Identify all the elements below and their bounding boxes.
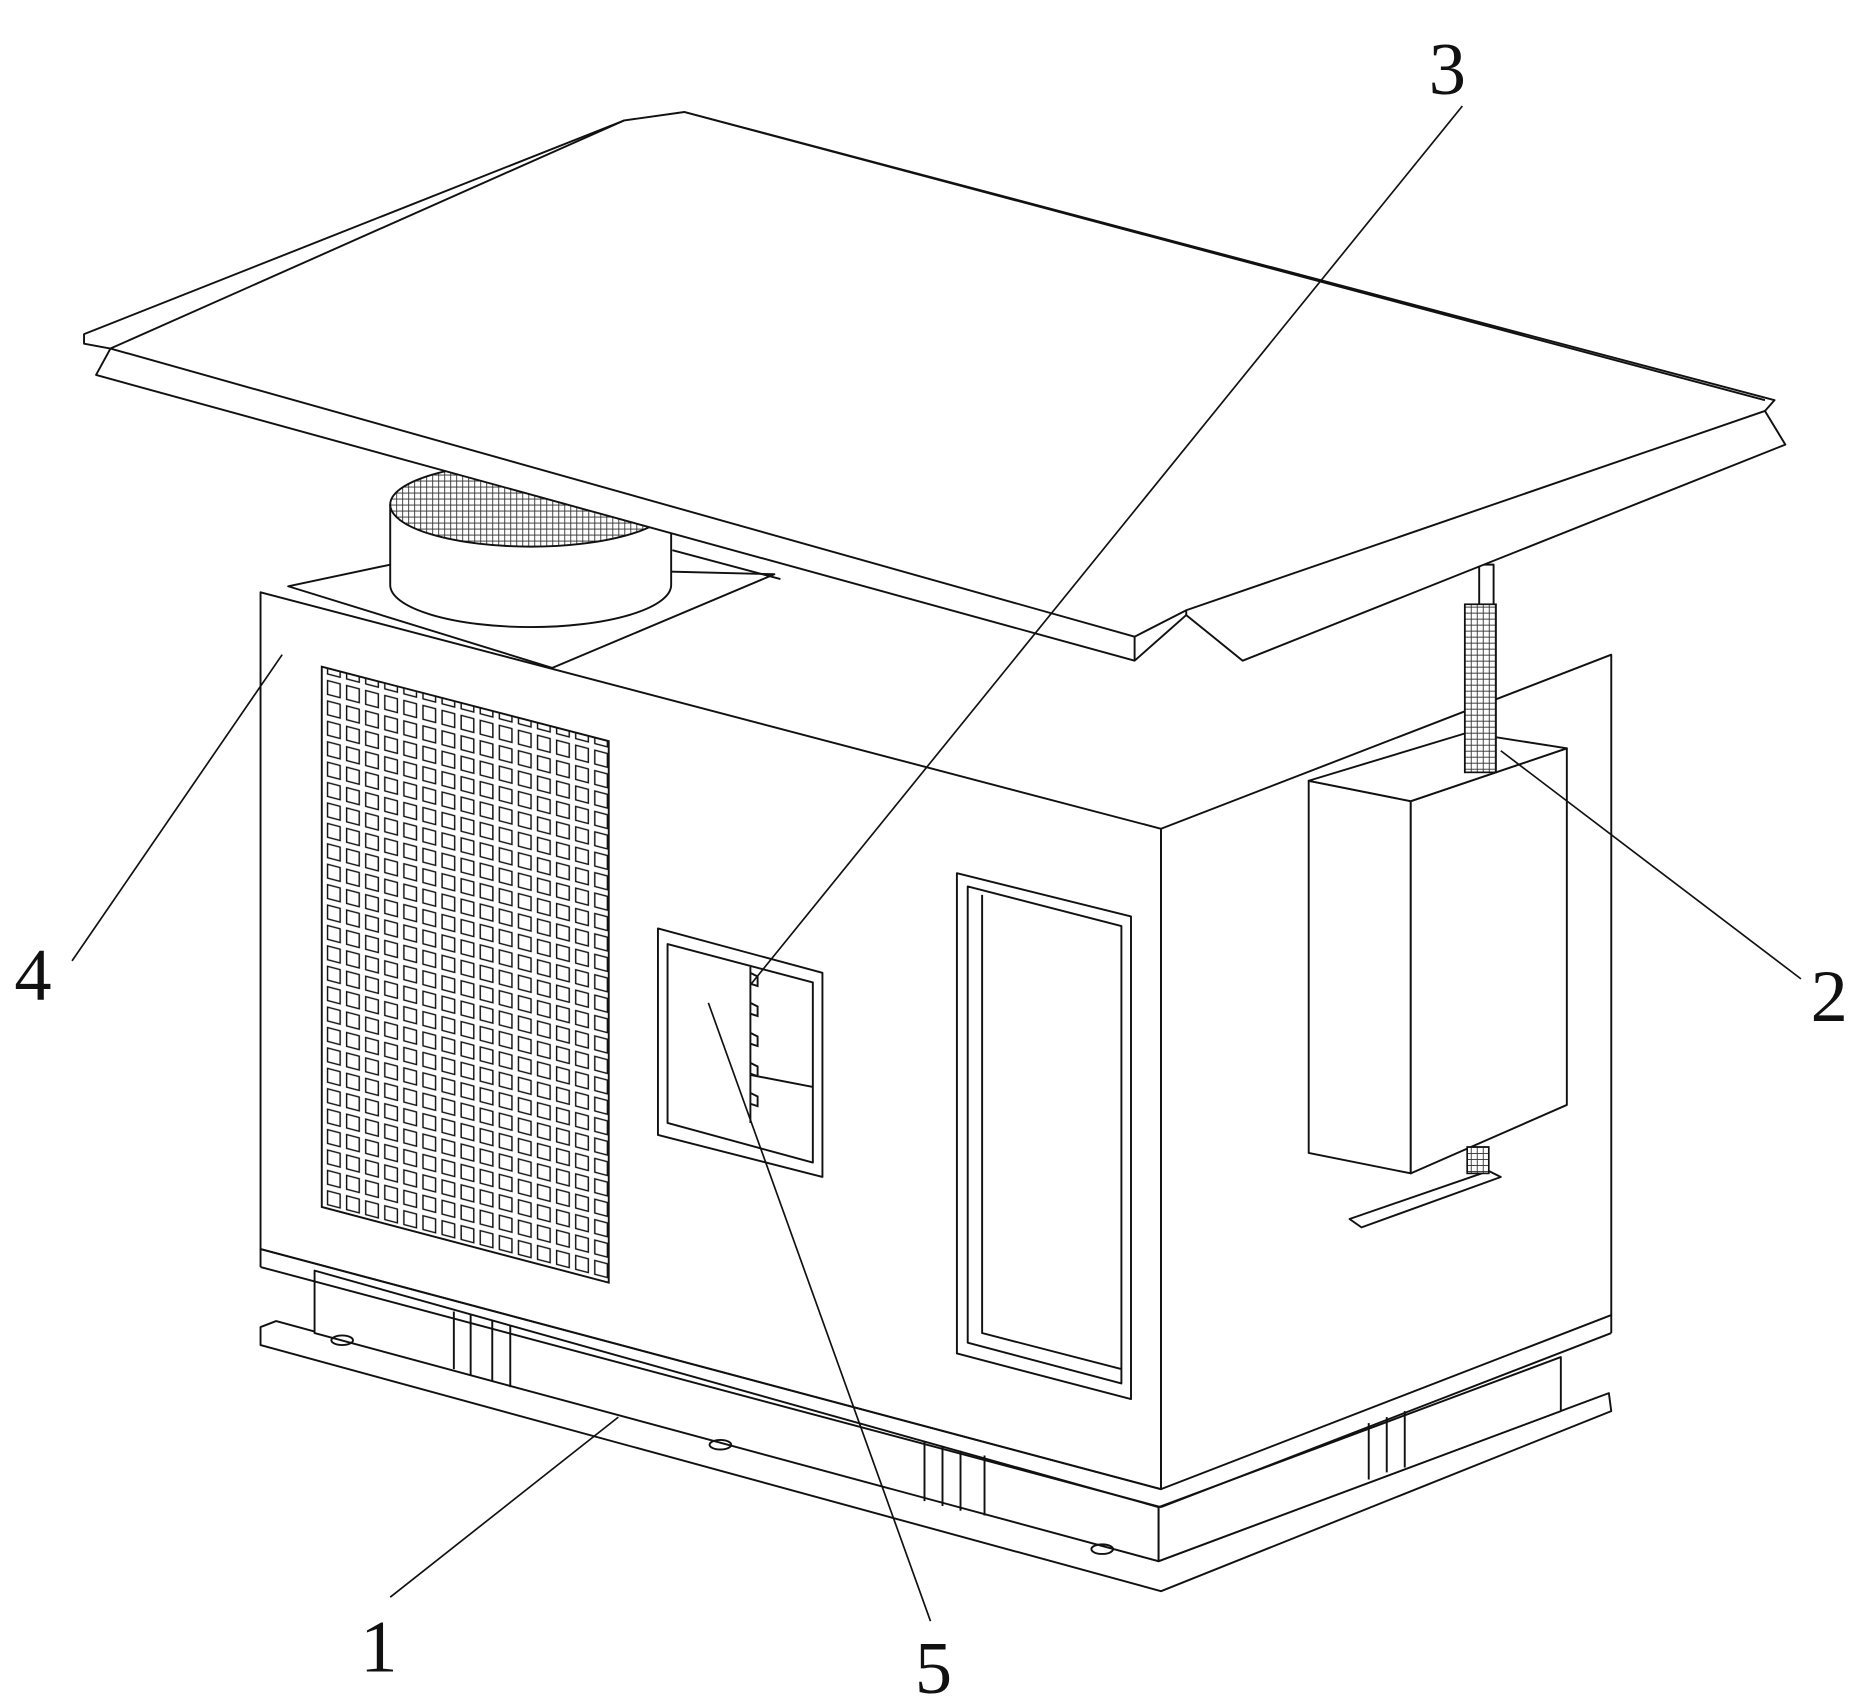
- window: [656, 927, 824, 1178]
- label-2: 2: [1811, 956, 1848, 1038]
- label-5: 5: [915, 1628, 952, 1708]
- label-4: 4: [14, 934, 51, 1016]
- lifting-box: [1307, 563, 1568, 1229]
- fan-unit: [287, 461, 781, 669]
- label-3: 3: [1429, 29, 1466, 111]
- label-1: 1: [360, 1607, 397, 1689]
- screw-rod: [1463, 603, 1497, 774]
- door: [955, 872, 1132, 1401]
- leader-lines: [71, 105, 1802, 1622]
- roof: [83, 111, 1787, 662]
- base: [259, 1269, 1613, 1593]
- vent-grille: [320, 665, 610, 1284]
